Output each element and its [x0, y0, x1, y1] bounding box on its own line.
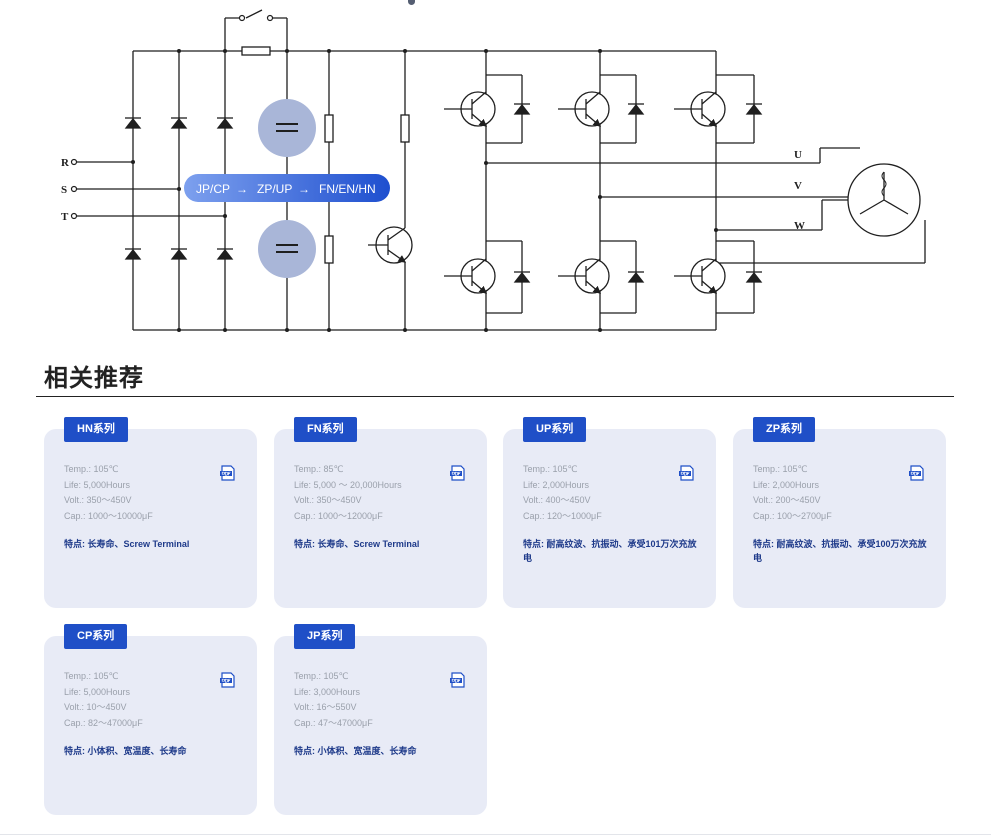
- spec-volt: Volt.: 400～450V: [523, 495, 591, 505]
- spec-volt: Volt.: 350～450V: [294, 495, 362, 505]
- output-label-u: U: [794, 149, 802, 161]
- spec-cap: Cap.: 82～47000μF: [64, 717, 143, 728]
- spec-cap: Cap.: 100～2700μF: [753, 510, 832, 521]
- spec-life: Life: 3,000Hours: [294, 686, 361, 697]
- banner-arrow-1: →: [236, 182, 248, 196]
- spec-cap: Cap.: 120～1000μF: [523, 510, 602, 521]
- pdf-icon[interactable]: [678, 465, 696, 481]
- banner-part-2: ZP/UP: [257, 182, 292, 196]
- spec-temp: Temp.: 105℃: [753, 464, 808, 474]
- banner-part-3: FN/EN/HN: [319, 182, 376, 196]
- pdf-icon[interactable]: [449, 465, 467, 481]
- pdf-icon[interactable]: [908, 465, 926, 481]
- bottom-divider: [0, 834, 991, 835]
- pdf-icon[interactable]: [219, 672, 237, 688]
- input-label-t: T: [61, 211, 69, 223]
- series-badge[interactable]: CP系列: [64, 624, 128, 649]
- inverter-circuit-diagram: R S T U V W JP/CP → ZP: [61, 9, 926, 332]
- spec-temp: Temp.: 105℃: [294, 671, 349, 681]
- pdf-icon[interactable]: [219, 465, 237, 481]
- feature-text: 特点: 小体积、宽温度、长寿命: [64, 746, 187, 756]
- section-title: 相关推荐: [44, 365, 144, 392]
- spec-life: Life: 5,000Hours: [64, 686, 131, 697]
- motor-icon: [847, 163, 921, 237]
- section-divider: [36, 396, 954, 397]
- series-badge[interactable]: FN系列: [294, 417, 357, 442]
- feature-text: 特点: 耐高纹波、抗振动、承受100万次充放电: [753, 539, 927, 563]
- series-badge[interactable]: JP系列: [294, 624, 356, 649]
- banner-part-1: JP/CP: [196, 182, 230, 196]
- spec-temp: Temp.: 105℃: [64, 464, 119, 474]
- capacitor-series-banner: JP/CP → ZP/UP → FN/EN/HN: [184, 174, 390, 202]
- spec-life: Life: 5,000Hours: [64, 479, 131, 490]
- feature-text: 特点: 长寿命、Screw Terminal: [294, 539, 420, 549]
- feature-text: 特点: 耐高纹波、抗振动、承受101万次充放电: [523, 539, 697, 563]
- spec-cap: Cap.: 1000～10000μF: [64, 510, 153, 521]
- feature-text: 特点: 长寿命、Screw Terminal: [64, 539, 190, 549]
- output-label-v: V: [794, 180, 802, 192]
- spec-life: Life: 5,000 ～ 20,000Hours: [294, 479, 402, 490]
- pdf-icon[interactable]: [449, 672, 467, 688]
- spec-temp: Temp.: 85℃: [294, 464, 344, 474]
- spec-volt: Volt.: 16～550V: [294, 702, 357, 712]
- spec-volt: Volt.: 10～450V: [64, 702, 127, 712]
- banner-arrow-2: →: [298, 182, 310, 196]
- spec-life: Life: 2,000Hours: [753, 479, 820, 490]
- series-badge[interactable]: UP系列: [523, 417, 587, 442]
- feature-text: 特点: 小体积、宽温度、长寿命: [294, 746, 417, 756]
- input-label-s: S: [61, 184, 67, 196]
- spec-cap: Cap.: 1000～12000μF: [294, 510, 383, 521]
- series-badge[interactable]: ZP系列: [753, 417, 816, 442]
- spec-volt: Volt.: 200～450V: [753, 495, 821, 505]
- spec-cap: Cap.: 47～47000μF: [294, 717, 373, 728]
- spec-life: Life: 2,000Hours: [523, 479, 590, 490]
- spec-volt: Volt.: 350～450V: [64, 495, 132, 505]
- carousel-indicator: [408, 0, 415, 5]
- spec-temp: Temp.: 105℃: [64, 671, 119, 681]
- series-badge[interactable]: HN系列: [64, 417, 128, 442]
- spec-temp: Temp.: 105℃: [523, 464, 578, 474]
- input-label-r: R: [61, 157, 70, 169]
- output-label-w: W: [794, 220, 805, 232]
